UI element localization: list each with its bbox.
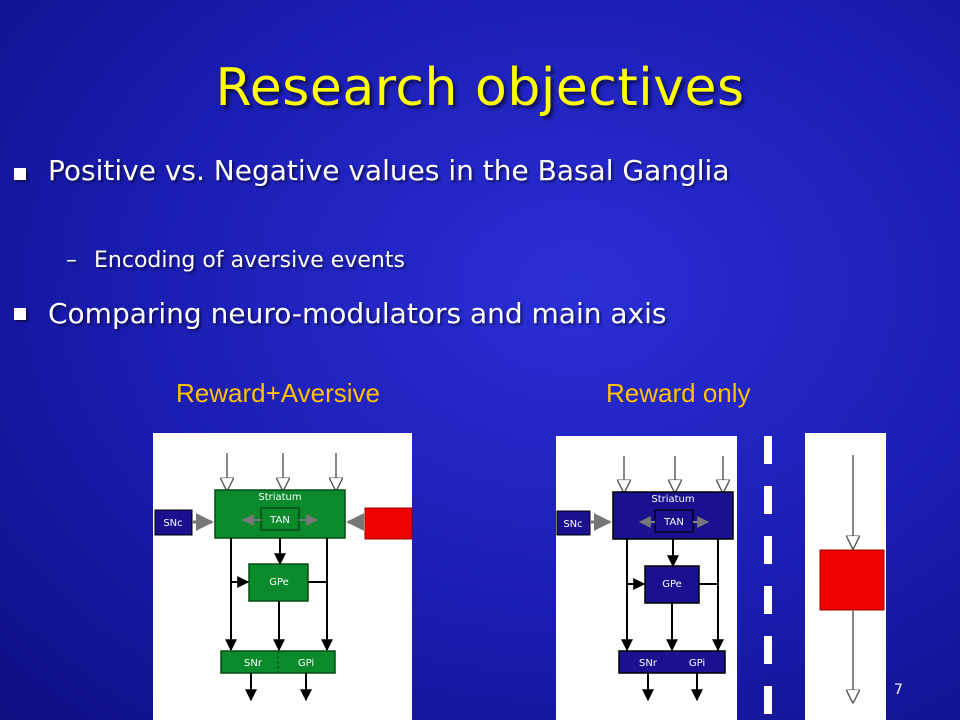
snc-label: SNc (163, 518, 182, 529)
tan-label: TAN (269, 515, 290, 526)
subbullet-1-text: Encoding of aversive events (94, 248, 405, 273)
bullet-square-icon (14, 308, 26, 320)
bullet-1-text: Positive vs. Negative values in the Basa… (48, 154, 730, 187)
snc-box (556, 510, 591, 536)
snr-label: SNr (244, 658, 263, 669)
dash-segment (764, 536, 772, 564)
dash-segment (764, 436, 772, 464)
gpe-box (248, 563, 309, 602)
tan-label: TAN (663, 517, 684, 528)
bullet-square-icon (14, 168, 26, 180)
slide-title: Research objectives (215, 58, 745, 118)
diagram-left: Striatum TAN SNc GPe SNr GPi (154, 453, 413, 702)
dash-segment (764, 486, 772, 514)
snr-label: SNr (639, 658, 658, 669)
dash-segment (764, 636, 772, 664)
dash-segment (764, 686, 772, 714)
snc-label: SNc (563, 519, 582, 530)
gpi-label: GPi (298, 658, 314, 669)
aversive-box (364, 507, 413, 540)
bullet-2-text: Comparing neuro-modulators and main axis (48, 297, 667, 330)
gpe-label: GPe (662, 579, 682, 590)
caption-reward-aversive: Reward+Aversive (176, 378, 381, 408)
diagram-right: Striatum TAN SNc GPe SNr GPi (556, 456, 734, 702)
aversive-pathway (819, 455, 885, 702)
gpe-label: GPe (269, 577, 289, 588)
page-number: 7 (894, 682, 903, 698)
aversive-box (819, 549, 885, 611)
subbullet-1: –Encoding of aversive events (66, 248, 405, 273)
dash-icon: – (66, 248, 77, 273)
gpi-label: GPi (689, 658, 705, 669)
striatum-label: Striatum (258, 492, 301, 503)
gpe-box (644, 565, 700, 604)
dash-segment (764, 586, 772, 614)
striatum-label: Striatum (651, 494, 694, 505)
snr-gpi-box (618, 650, 726, 674)
caption-reward-only: Reward only (606, 378, 751, 408)
